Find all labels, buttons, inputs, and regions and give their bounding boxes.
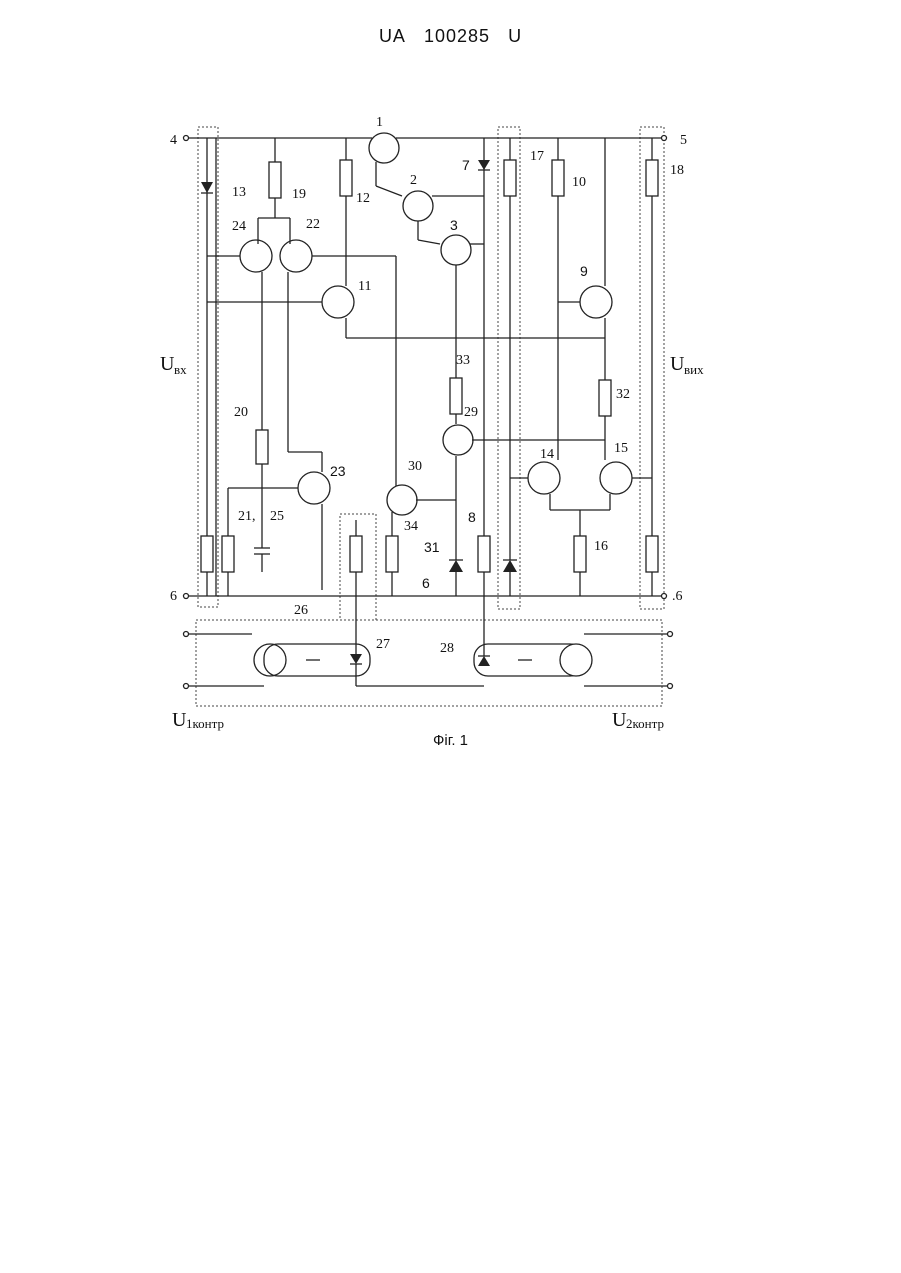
component-18-label: 18 — [670, 163, 684, 178]
component-19-label: 19 — [292, 187, 306, 202]
component-31-label: 31 — [424, 539, 440, 555]
control-voltage-2-subscript: 2контр — [626, 716, 664, 731]
component-1-label: 1 — [376, 115, 383, 130]
component-20-label: 20 — [234, 405, 248, 420]
component-33-label: 33 — [456, 353, 470, 368]
terminal-5-label: 5 — [680, 133, 687, 148]
component-32-label: 32 — [616, 387, 630, 402]
terminal-6-middle-label: 6 — [422, 575, 430, 591]
component-24-label: 24 — [232, 219, 246, 234]
control-voltage-2-label: U — [612, 709, 627, 731]
middle-protection-box — [498, 127, 520, 609]
input-voltage-subscript: вх — [174, 362, 187, 377]
input-voltage-label: U — [160, 353, 175, 375]
component-2-label: 2 — [410, 173, 417, 188]
component-21-label: 21, — [238, 509, 256, 524]
component-3-label: 3 — [450, 217, 458, 233]
component-14-label: 14 — [540, 447, 554, 462]
component-11-label: 11 — [358, 279, 371, 294]
component-8-label: 8 — [468, 509, 476, 525]
component-25-label: 25 — [270, 509, 284, 524]
figure-caption: Фіг. 1 — [0, 732, 901, 749]
input-protection-box — [198, 127, 218, 607]
output-voltage-label: U — [670, 353, 685, 375]
component-29-label: 29 — [464, 405, 478, 420]
component-16-label: 16 — [594, 539, 608, 554]
terminal-6-left-label: 6 — [170, 589, 177, 604]
component-23-label: 23 — [330, 463, 346, 479]
component-15-label: 15 — [614, 441, 628, 456]
component-28-label: 28 — [440, 641, 454, 656]
control-voltage-1-label: U — [172, 709, 187, 731]
terminal-4-label: 4 — [170, 133, 177, 148]
output-voltage-subscript: вих — [684, 362, 704, 377]
component-34-label: 34 — [404, 519, 418, 534]
component-27-label: 27 — [376, 637, 390, 652]
component-22-label: 22 — [306, 217, 320, 232]
terminal-6-right-label: .6 — [672, 589, 683, 604]
control-voltage-1-subscript: 1контр — [186, 716, 224, 731]
component-26-label: 26 — [294, 603, 308, 618]
component-10-label: 10 — [572, 175, 586, 190]
component-17-label: 17 — [530, 149, 544, 164]
component-13-label: 13 — [232, 185, 246, 200]
component-9-label: 9 — [580, 263, 588, 279]
component-12-label: 12 — [356, 191, 370, 206]
component-7-label: 7 — [462, 157, 470, 173]
component-30-label: 30 — [408, 459, 422, 474]
